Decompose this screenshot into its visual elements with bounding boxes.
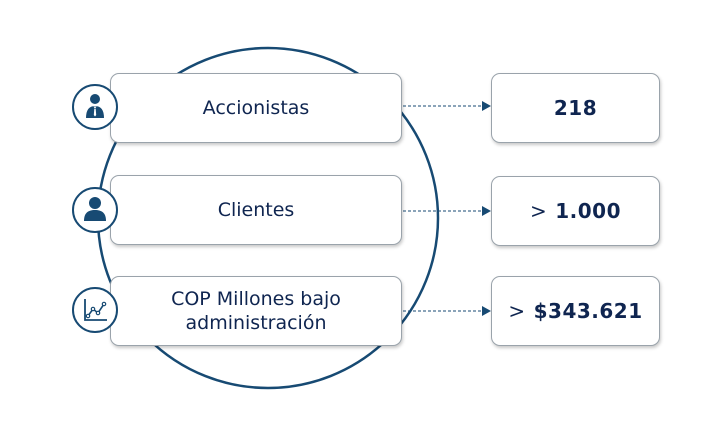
value-box-accionistas: 218 [491,73,660,143]
label-box-accionistas: Accionistas [110,73,402,143]
label-text-line-1: COP Millones bajo [171,288,341,310]
value-box-cop-millones: > $343.621 [491,276,660,346]
value-box-clientes: > 1.000 [491,176,660,246]
label-box-cop-millones: COP Millones bajo administración [110,276,402,346]
arrow-2 [403,206,491,216]
businessman-icon [72,84,118,130]
value-text: 1.000 [555,199,622,223]
label-text: Accionistas [202,97,310,119]
value-prefix: > [508,299,526,323]
user-icon [72,187,118,233]
value-prefix: > [529,199,548,223]
label-text-line-2: administración [185,312,327,334]
label-text: Clientes [217,199,295,221]
value-text: $343.621 [533,299,643,323]
arrow-1 [403,101,491,111]
label-box-clientes: Clientes [110,175,402,245]
line-chart-icon [72,287,118,333]
arrow-3 [403,306,491,316]
value-text: 218 [553,96,598,120]
